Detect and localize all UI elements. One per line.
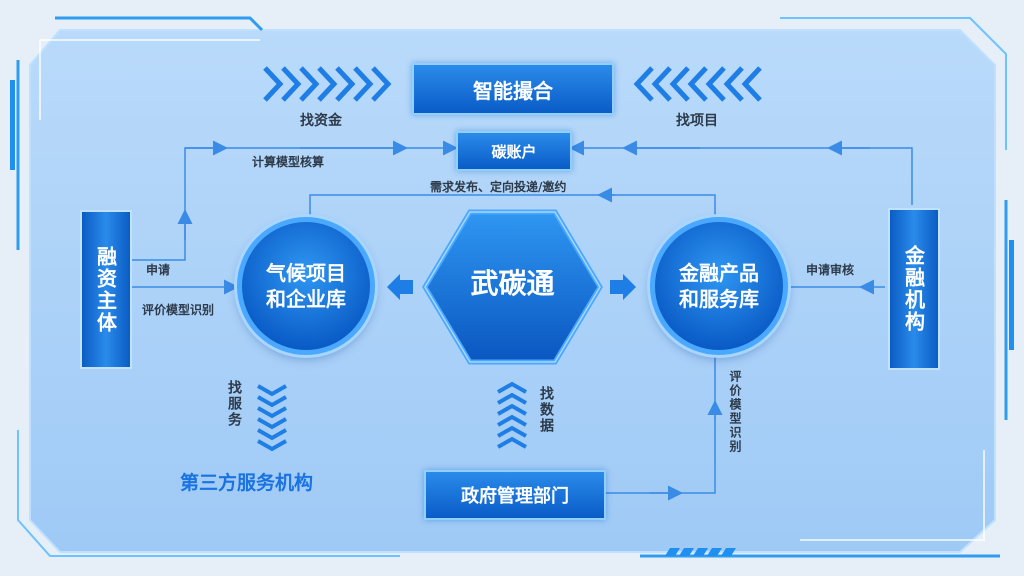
finance-product-db-circle: 金融产品 和服务库 [650,217,788,355]
demand-release-label: 需求发布、定向投递/邀约 [430,180,567,194]
apply-label: 申请 [146,263,171,277]
gov-department-box: 政府管理部门 [424,470,606,520]
find-funds-label: 找资金 [300,113,342,129]
financing-entity-box: 融资主体 [80,210,132,369]
wu-tan-tong-title: 武碳通 [470,267,555,300]
carbon-account-box: 碳账户 [456,131,572,171]
eval-model-right-label: 评价模型识别 [728,370,742,454]
smart-matching-box: 智能撮合 [412,63,614,115]
calc-model-label: 计算模型核算 [252,155,325,169]
find-service-label: 找服务 [226,380,242,428]
climate-project-db-circle: 气候项目 和企业库 [237,217,375,355]
third-party-label: 第三方服务机构 [180,472,314,494]
find-data-label: 找数据 [538,386,554,434]
eval-model-left-label: 评价模型识别 [142,303,215,317]
financial-institution-box: 金融机构 [888,208,940,370]
apply-review-label: 申请审核 [806,263,855,277]
find-projects-label: 找项目 [676,113,718,129]
